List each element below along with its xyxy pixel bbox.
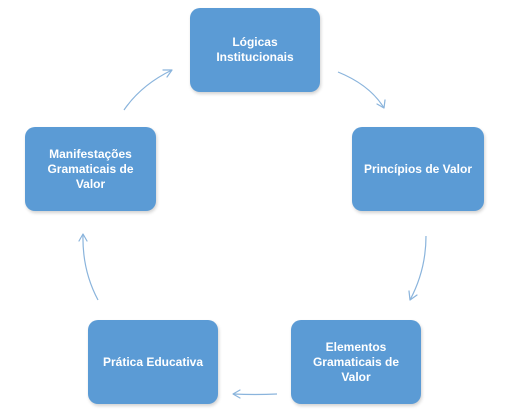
arrow-n1-to-n2	[337, 71, 386, 109]
node-label: Manifestações Gramaticais de Valor	[47, 146, 134, 191]
node-label: Elementos Gramaticais de Valor	[312, 339, 400, 384]
node-principios-de-valor: Princípios de Valor	[352, 127, 484, 211]
node-label: Princípios de Valor	[363, 161, 473, 176]
arrow-n4-to-n5	[78, 233, 99, 301]
node-pratica-educativa: Prática Educativa	[88, 320, 218, 404]
node-logicas-institucionais: Lógicas Institucionais	[190, 8, 320, 92]
node-label: Lógicas Institucionais	[216, 35, 294, 64]
node-elementos-gramaticais-de-valor: Elementos Gramaticais de Valor	[291, 320, 421, 404]
arrow-n3-to-n4	[232, 389, 278, 399]
node-manifestacoes-gramaticais-de-valor: Manifestações Gramaticais de Valor	[25, 127, 156, 211]
arrow-n5-to-n1	[123, 69, 173, 111]
arrow-n2-to-n3	[408, 235, 427, 301]
node-label: Prática Educativa	[102, 354, 204, 369]
